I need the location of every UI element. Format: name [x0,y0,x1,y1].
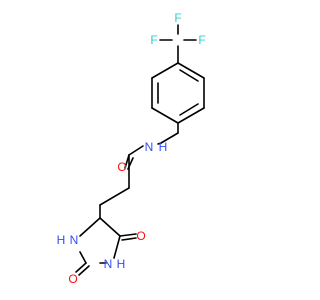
hyd-bond-c4-c5 [99,217,121,237]
molecule-diagram: F C F F N H O H N O N H O [0,0,300,300]
bond-ch2-ch2 [160,132,179,144]
atom-label-h-ring2: H [117,257,126,271]
atom-label-h-ring1: H [57,233,66,247]
atom-labels: F C F F N H O H N O N H O [57,11,206,286]
bond-n-carbonyl [128,145,144,156]
hyd-c5-o-a [119,233,137,237]
ring-bond-3 [177,107,205,124]
ring-double-1 [179,69,199,82]
hyd-bond-c4-nh1 [79,217,101,237]
ring-double-2 [179,103,199,116]
hyd-c2-o-b [78,265,90,276]
hyd-bond-c5-n [113,235,121,259]
atom-label-f1: F [150,33,157,47]
ethyl-linker [157,122,179,145]
hyd-c5-o-b [121,237,137,241]
ring-bond-4 [151,107,179,124]
cf3-bonds [159,24,197,64]
ring-bond-6 [151,62,179,79]
atom-label-o-ring-bottom: O [68,272,77,286]
propyl-chain [99,187,130,219]
hyd-c2-o-a [75,262,87,273]
atom-label-o-ring-right: O [136,229,145,243]
atom-label-f3: F [198,33,205,47]
ring-bond-1 [177,62,205,79]
atom-label-n-ring1: N [70,233,79,247]
atom-label-n-amide: N [145,140,154,154]
atom-label-n-ring2: N [104,257,113,271]
atom-label-o-amide: O [117,160,126,174]
hydantoin-ring [75,217,137,276]
bond-ch2-ch2b [99,187,130,206]
atom-label-h-amide: H [159,140,168,154]
structure-svg: F C F F N H O H N O N H O [0,0,300,300]
atom-label-f2: F [174,11,181,25]
background [0,0,300,300]
bond-ch2-n [157,142,162,145]
hyd-bond-c2-nh1 [79,251,87,264]
amide-group [124,145,144,189]
benzene-ring [151,62,205,124]
